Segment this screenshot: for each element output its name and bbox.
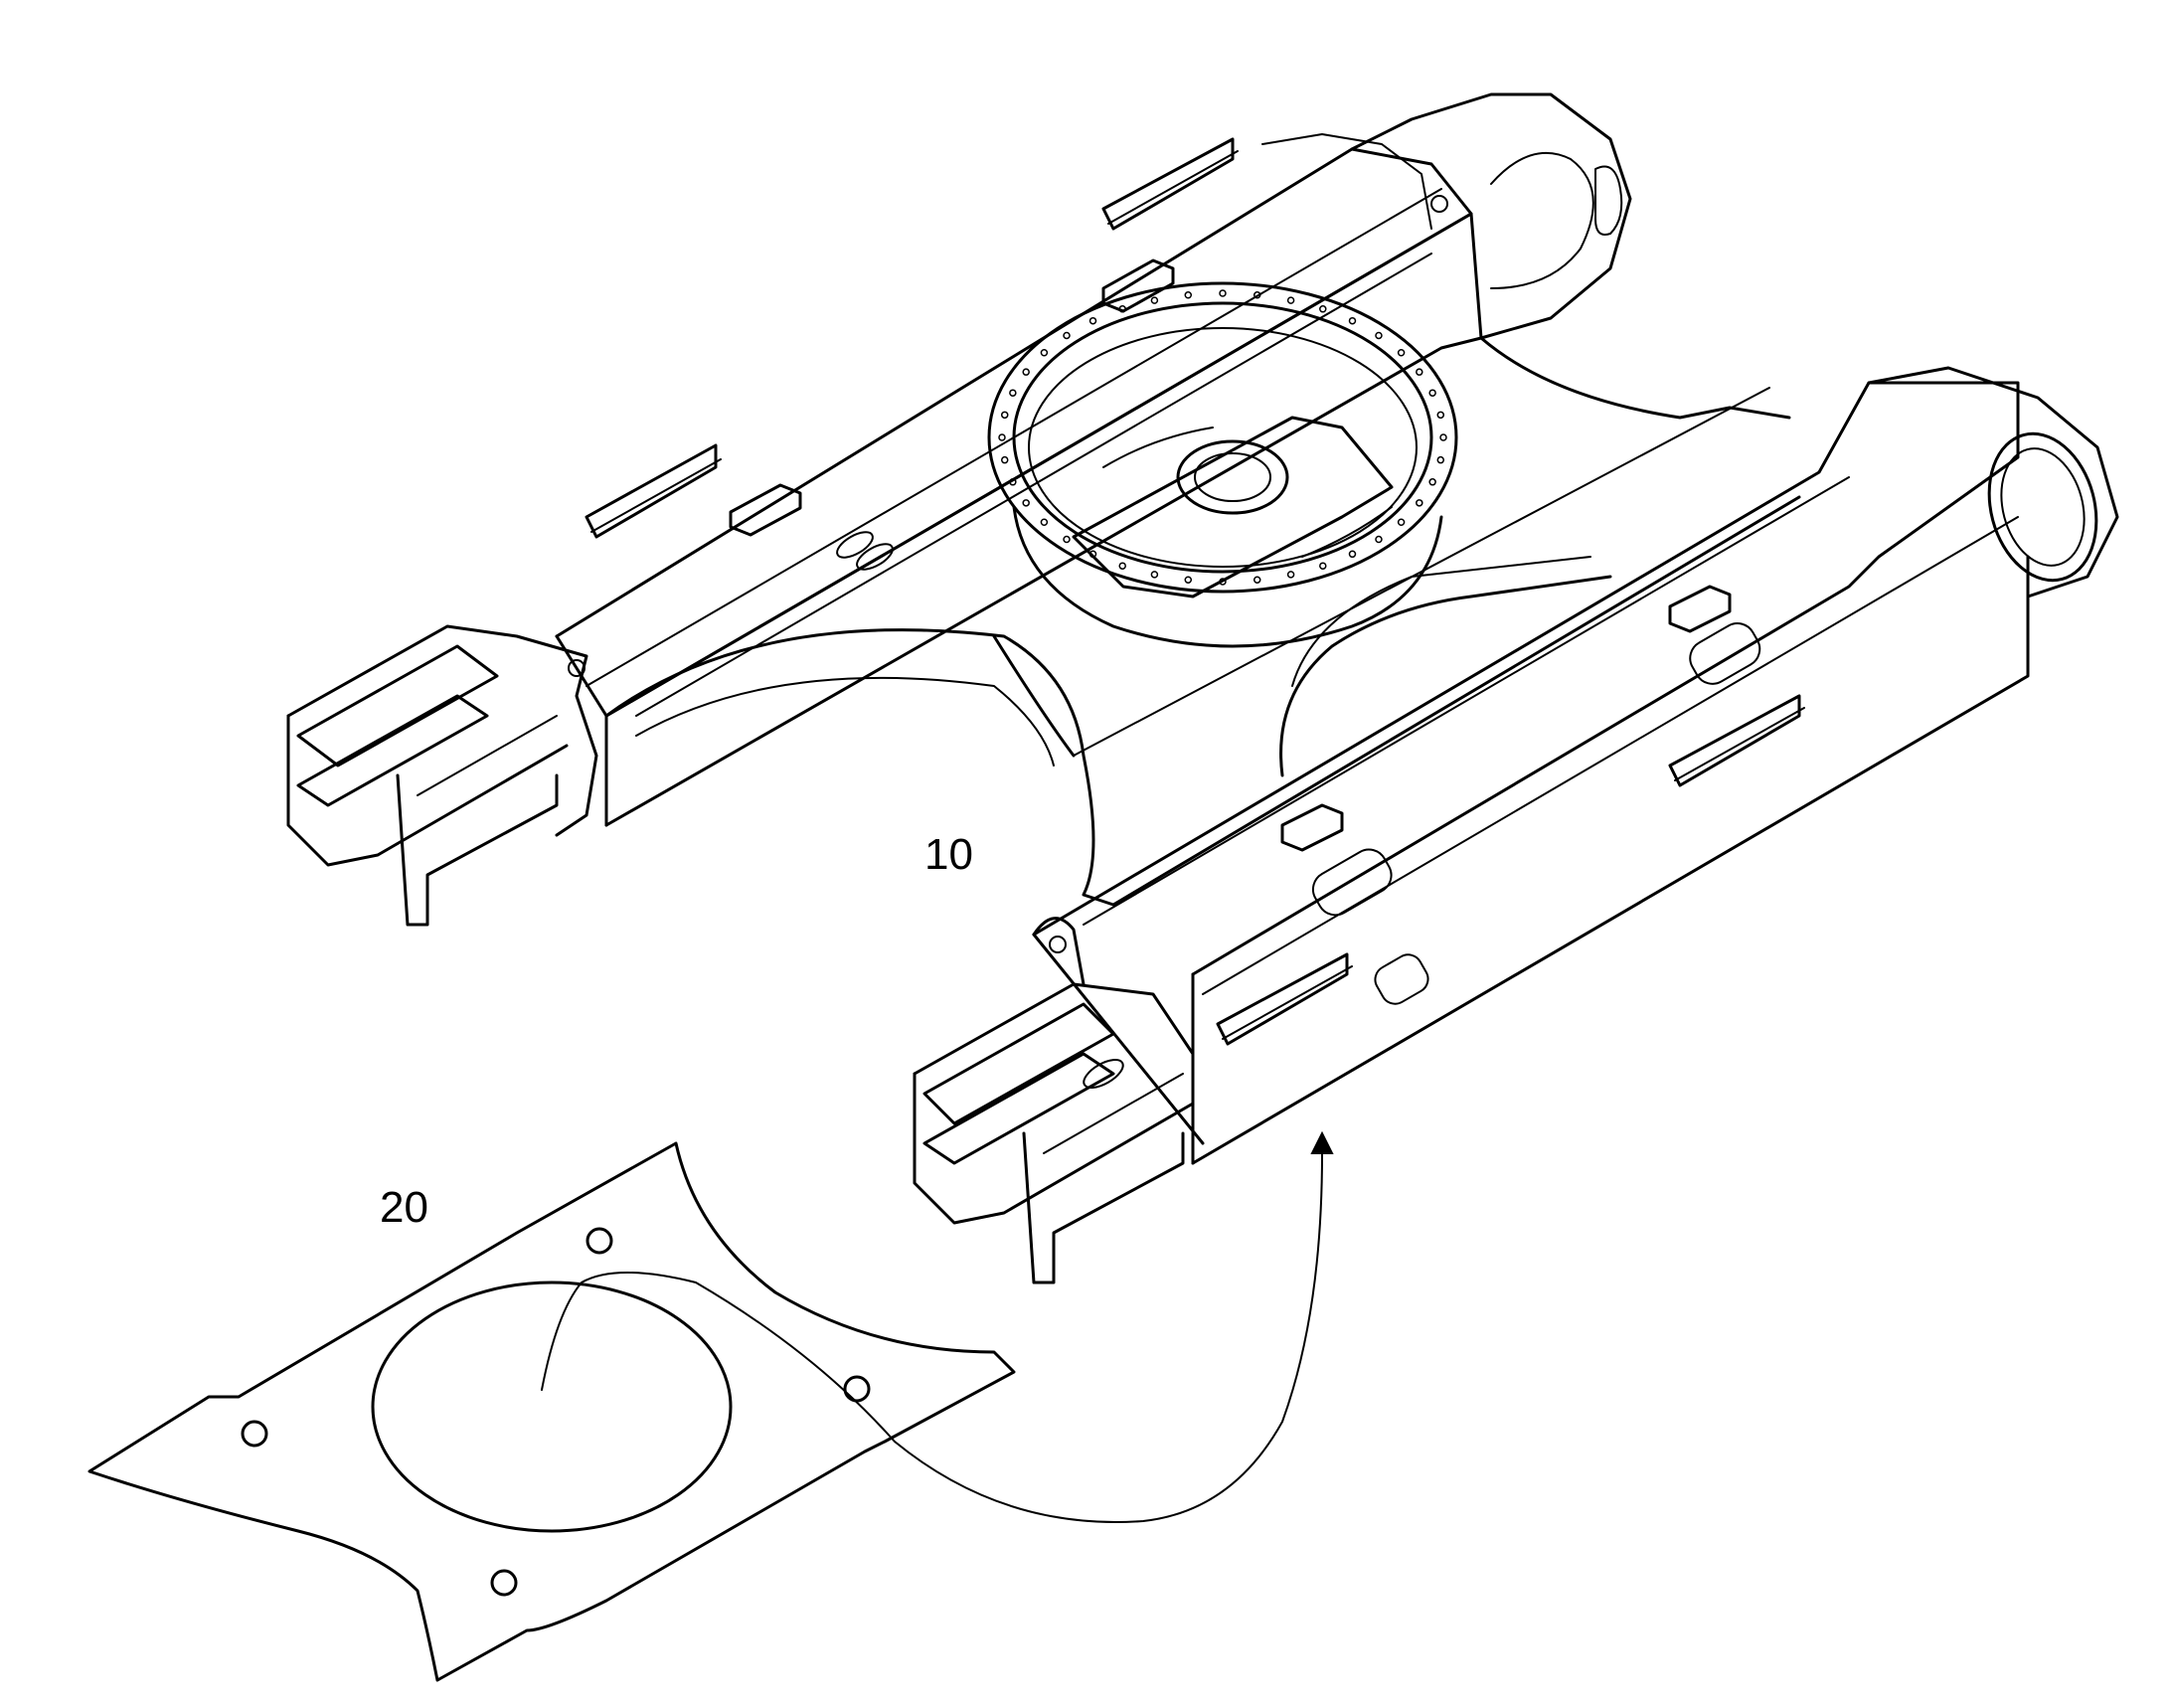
ring-bolt-holes [998,289,1447,586]
undercarriage-frame [286,92,2119,1284]
bolt-hole [1428,478,1436,486]
bolt-hole [1286,296,1295,304]
left-track-frame [286,92,1632,927]
bolt-hole [1040,349,1049,357]
bolt-hole [1436,411,1445,420]
bolt-hole [998,433,1006,441]
bolt-hole [1253,291,1261,299]
bolt-hole [1184,576,1193,584]
bolt-hole [1022,368,1030,376]
bolt-hole [1397,518,1406,526]
bolt-hole [1150,571,1159,579]
bolt-hole [1416,368,1423,376]
bolt-hole [1219,289,1227,297]
bolt-hole [1022,499,1030,507]
bolt-hole [1088,316,1097,325]
bolt-hole [1348,316,1357,325]
slewing-ring [987,281,1458,648]
right-track-frame [913,366,2119,1284]
bolt-hole [1428,389,1436,397]
bolt-hole [1118,305,1126,313]
bolt-hole [1150,296,1159,304]
bolt-hole [1000,455,1009,464]
bolt-hole [1375,535,1383,544]
bolt-hole [1439,433,1447,441]
bolt-hole [1319,562,1327,570]
bolt-hole [1063,535,1071,544]
bolt-hole [1040,518,1049,526]
leader-lines [541,1130,1334,1523]
bolt-hole [1375,331,1383,340]
bolt-hole [1000,411,1009,420]
bolt-hole [1219,578,1227,586]
bolt-hole [1397,349,1406,357]
center-cross-member [604,336,1801,907]
reference-numeral-20: 20 [380,1183,428,1232]
bolt-hole [1319,305,1327,313]
bolt-hole [1436,455,1445,464]
bolt-hole [1063,331,1071,340]
bolt-hole [1286,571,1295,579]
bolt-hole [1348,550,1357,559]
bolt-hole [1184,291,1193,299]
arrow-head-icon [1310,1130,1334,1154]
bottom-plate [87,1141,1016,1682]
bolt-hole [1416,499,1423,507]
reference-numeral-10: 10 [924,830,973,879]
bolt-hole [1118,562,1126,570]
bolt-hole [1253,576,1261,584]
bolt-hole [1088,550,1097,559]
bolt-hole [1009,478,1017,486]
bolt-hole [1009,389,1017,397]
